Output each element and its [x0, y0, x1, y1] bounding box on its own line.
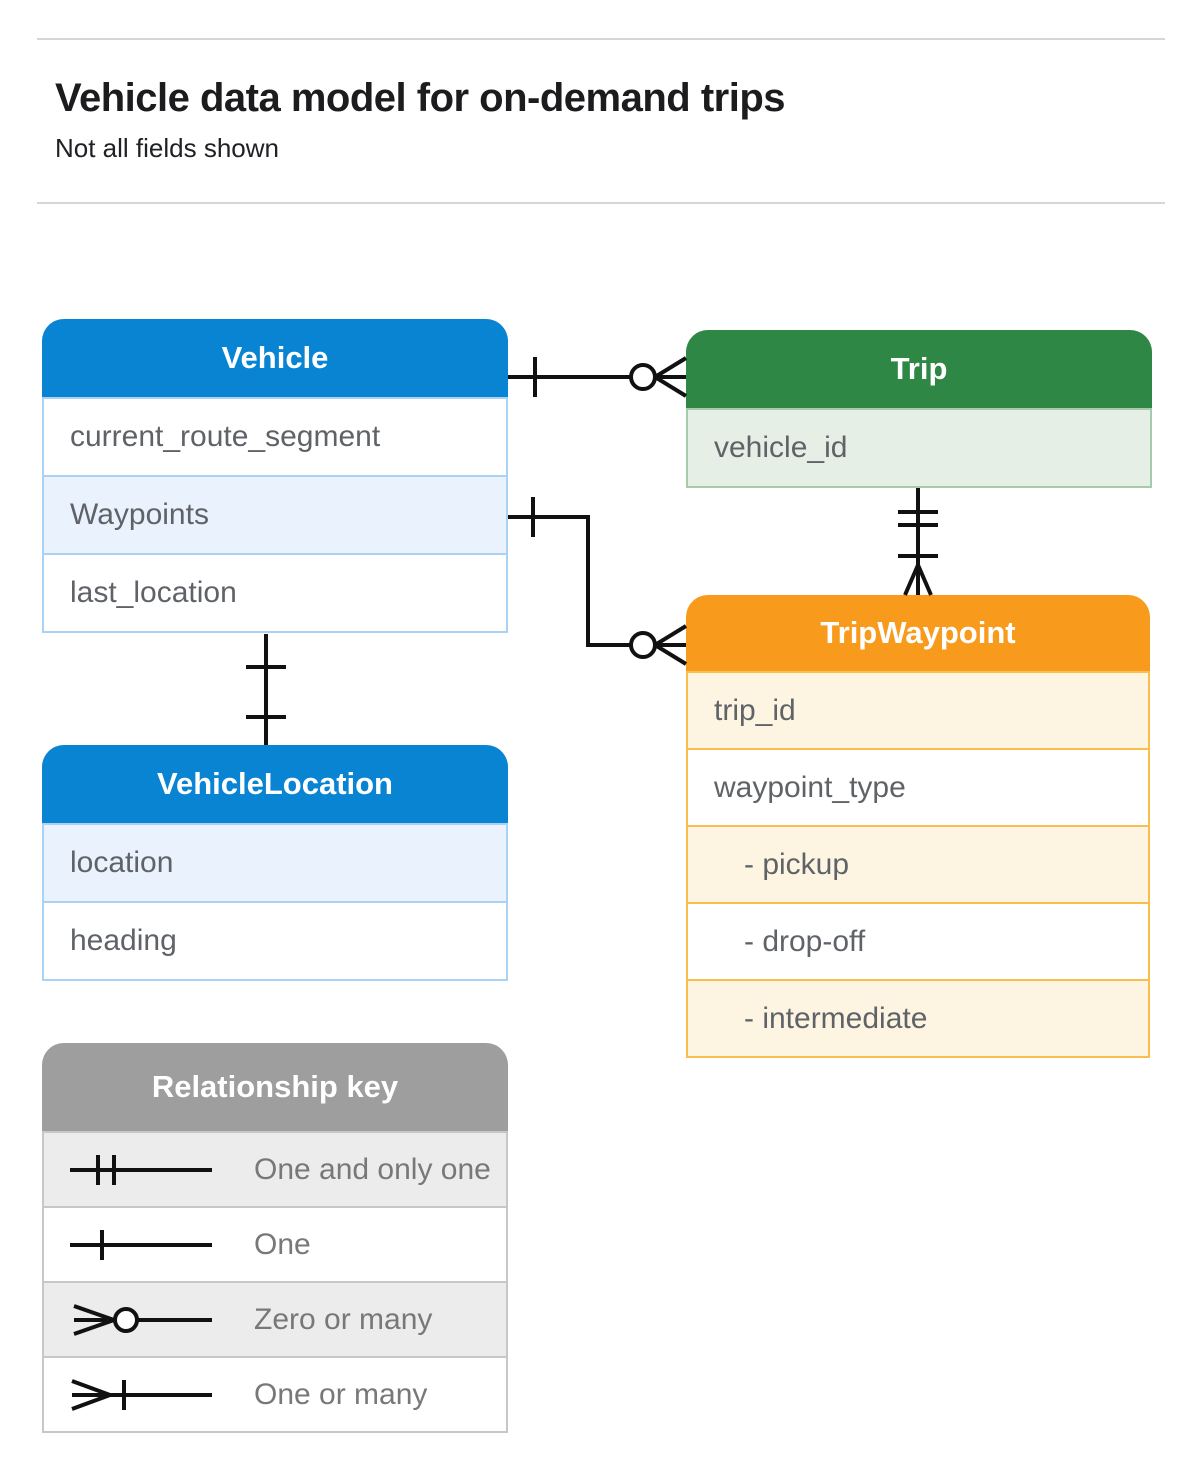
field-label: current_route_segment [70, 420, 381, 453]
vehicle-location-table: VehicleLocation location heading [42, 745, 508, 981]
field-label: trip_id [714, 693, 796, 727]
one-and-only-one-icon [70, 1154, 212, 1185]
legend-label: One and only one [254, 1152, 491, 1186]
legend-row: One [42, 1206, 508, 1283]
table-row: heading [42, 901, 508, 981]
trip-waypoint-table: TripWaypoint trip_id waypoint_type - pic… [686, 595, 1150, 1058]
legend-row: One or many [42, 1356, 508, 1433]
field-label: waypoint_type [714, 770, 906, 804]
connector-vehicle-vehiclelocation [246, 634, 286, 745]
trip-waypoint-table-body: trip_id waypoint_type - pickup - drop-of… [686, 671, 1150, 1058]
table-row: vehicle_id [686, 408, 1152, 488]
relationship-key-body: One and only one One Zero or many [42, 1131, 508, 1433]
one-or-many-icon [71, 1378, 212, 1411]
table-row: Waypoints [42, 475, 508, 555]
table-row: current_route_segment [42, 397, 508, 477]
legend-row: Zero or many [42, 1281, 508, 1358]
vehicle-table-header: Vehicle [42, 319, 508, 397]
vehicle-location-table-header: VehicleLocation [42, 745, 508, 823]
enum-value-label: - drop-off [744, 924, 866, 958]
legend-label: One or many [254, 1377, 428, 1411]
table-row: location [42, 823, 508, 903]
top-divider [37, 38, 1165, 40]
vehicle-location-table-body: location heading [42, 823, 508, 981]
relationship-key-header: Relationship key [42, 1043, 508, 1131]
table-row: trip_id [686, 671, 1150, 750]
connector-trip-tripwaypoint [898, 488, 938, 596]
table-row: - intermediate [686, 979, 1150, 1058]
zero-or-many-icon [73, 1303, 212, 1336]
page-subtitle: Not all fields shown [55, 133, 279, 163]
one-icon [70, 1229, 212, 1260]
vehicle-table-body: current_route_segment Waypoints last_loc… [42, 397, 508, 633]
field-label: vehicle_id [714, 431, 848, 464]
bottom-divider [37, 202, 1165, 204]
vehicle-table: Vehicle current_route_segment Waypoints … [42, 319, 508, 633]
field-label: location [70, 846, 174, 879]
field-label: last_location [70, 576, 237, 609]
page-title: Vehicle data model for on-demand trips [55, 76, 786, 120]
trip-table: Trip vehicle_id [686, 330, 1152, 488]
legend-row: One and only one [42, 1131, 508, 1208]
trip-waypoint-table-header: TripWaypoint [686, 595, 1150, 671]
connector-waypoints-tripwaypoint [508, 497, 688, 666]
legend-label: Zero or many [254, 1302, 433, 1336]
trip-table-body: vehicle_id [686, 408, 1152, 488]
table-row: - drop-off [686, 902, 1150, 981]
enum-value-label: - intermediate [744, 1001, 928, 1035]
table-row: last_location [42, 553, 508, 633]
field-label: Waypoints [70, 498, 209, 531]
legend-label: One [254, 1227, 311, 1261]
table-row: - pickup [686, 825, 1150, 904]
connector-vehicle-trip [508, 356, 688, 398]
table-row: waypoint_type [686, 748, 1150, 827]
field-label: heading [70, 924, 177, 957]
enum-value-label: - pickup [744, 847, 850, 881]
trip-table-header: Trip [686, 330, 1152, 408]
relationship-key: Relationship key One and only one One [42, 1043, 508, 1433]
